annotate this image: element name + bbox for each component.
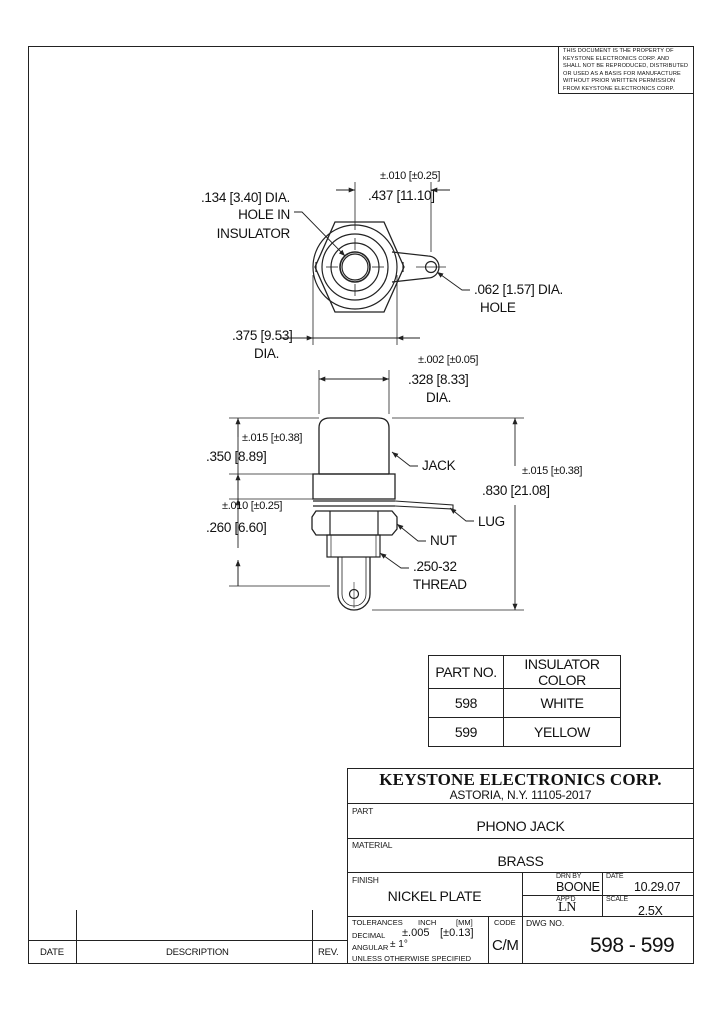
table-cell: YELLOW [503,717,621,747]
mm-label: [MM] [456,918,473,927]
divider [488,916,489,964]
code-value: C/M [492,937,519,954]
decimal-mm: [±0.13] [440,927,474,939]
side-view [229,370,524,611]
tolerance-label: ±.010 [±0.25] [380,170,441,182]
table-cell: 598 [428,688,504,718]
dimension-830: .830 [21.08] [482,483,550,498]
divider [522,872,523,964]
thread-label: .250-32 [413,559,457,574]
revision-divider [76,910,77,964]
divider [347,803,694,804]
table-cell: 599 [428,717,504,747]
tolerances-label: TOLERANCES [352,918,403,927]
top-view [281,182,470,345]
scale-label: SCALE [606,896,628,903]
lug-hole-dia: .062 [1.57] DIA. [474,282,564,297]
proprietary-notice: THIS DOCUMENT IS THE PROPERTY OF KEYSTON… [558,46,694,94]
notice-line: SHALL NOT BE REPRODUCED, DISTRIBUTED [563,63,689,70]
lug-hole-label: HOLE [480,300,516,315]
revision-divider [28,940,347,941]
revision-divider [312,910,313,964]
tolerance-label: ±.015 [±0.38] [242,432,303,444]
dimension-260: .260 [6.60] [206,520,267,535]
hole-dia-label: INSULATOR [216,226,291,241]
tolerance-label: ±.010 [±0.25] [222,500,283,512]
table-header-row: PART NO. INSULATOR COLOR [428,655,621,689]
table-header: PART NO. [428,655,504,689]
approved-value: LN [558,900,577,915]
divider [347,872,694,873]
dimension-375-dia: DIA. [254,346,280,361]
company-address: ASTORIA, N.Y. 11105-2017 [449,788,592,802]
table-cell: WHITE [503,688,621,718]
dimension-375: .375 [9.53] [232,328,293,343]
divider [522,895,694,896]
decimal-inch: ±.005 [402,927,430,939]
scale-value: 2.5X [638,904,663,918]
inch-label: INCH [418,918,437,927]
date-value: 10.29.07 [634,880,681,894]
revision-date-label: DATE [40,947,64,958]
title-block [347,768,694,964]
nut-label: NUT [430,533,457,548]
finish-value: NICKEL PLATE [387,888,482,904]
decimal-label: DECIMAL [352,931,386,940]
part-label: PART [352,806,374,816]
finish-label: FINISH [352,875,379,885]
jack-label: JACK [422,458,456,473]
dimension-328-dia: DIA. [426,390,452,405]
lug-label: LUG [478,514,505,529]
tolerance-label: ±.015 [±0.38] [522,465,583,477]
parts-table: PART NO. INSULATOR COLOR 598 WHITE 599 Y… [428,655,621,747]
material-label: MATERIAL [352,840,393,850]
angular-label: ANGULAR [352,943,389,952]
revision-description-label: DESCRIPTION [166,947,229,958]
code-label: CODE [494,918,516,927]
divider [347,838,694,839]
material-value: BRASS [497,853,544,869]
hole-dia-label: HOLE IN [238,207,290,222]
tolerance-label: ±.002 [±0.05] [418,354,479,366]
date-label: DATE [606,873,624,880]
company-name: KEYSTONE ELECTRONICS CORP. [379,770,662,789]
approved-label: APP'D [556,896,576,903]
divider [347,916,694,917]
notice-line: KEYSTONE ELECTRONICS CORP. AND [563,55,670,62]
thread-label: THREAD [413,577,467,592]
table-header: INSULATOR COLOR [503,655,621,689]
table-row: 598 WHITE [428,688,621,718]
notice-line: FROM KEYSTONE ELECTRONICS CORP. [563,85,675,92]
angular-value: ± 1° [390,939,408,950]
notice-line: OR USED AS A BASIS FOR MANUFACTURE [563,70,681,77]
hole-dia-label: .134 [3.40] DIA. [200,190,290,205]
dwg-no-value: 598 - 599 [590,934,675,957]
revision-rev-label: REV. [318,947,339,958]
dwg-no-label: DWG NO. [526,918,565,928]
dimension-437: .437 [11.10] [368,188,435,203]
part-value: PHONO JACK [476,818,565,834]
notice-line: WITHOUT PRIOR WRITTEN PERMISSION [563,78,676,85]
divider [602,872,603,916]
drawn-by-value: BOONE [556,880,600,894]
unless-label: UNLESS OTHERWISE SPECIFIED [352,954,472,963]
dimension-328: .328 [8.33] [408,372,469,387]
dimension-350: .350 [8.89] [206,449,267,464]
table-row: 599 YELLOW [428,717,621,747]
notice-line: THIS DOCUMENT IS THE PROPERTY OF [563,48,674,54]
drawn-by-label: DRN BY [556,873,582,880]
